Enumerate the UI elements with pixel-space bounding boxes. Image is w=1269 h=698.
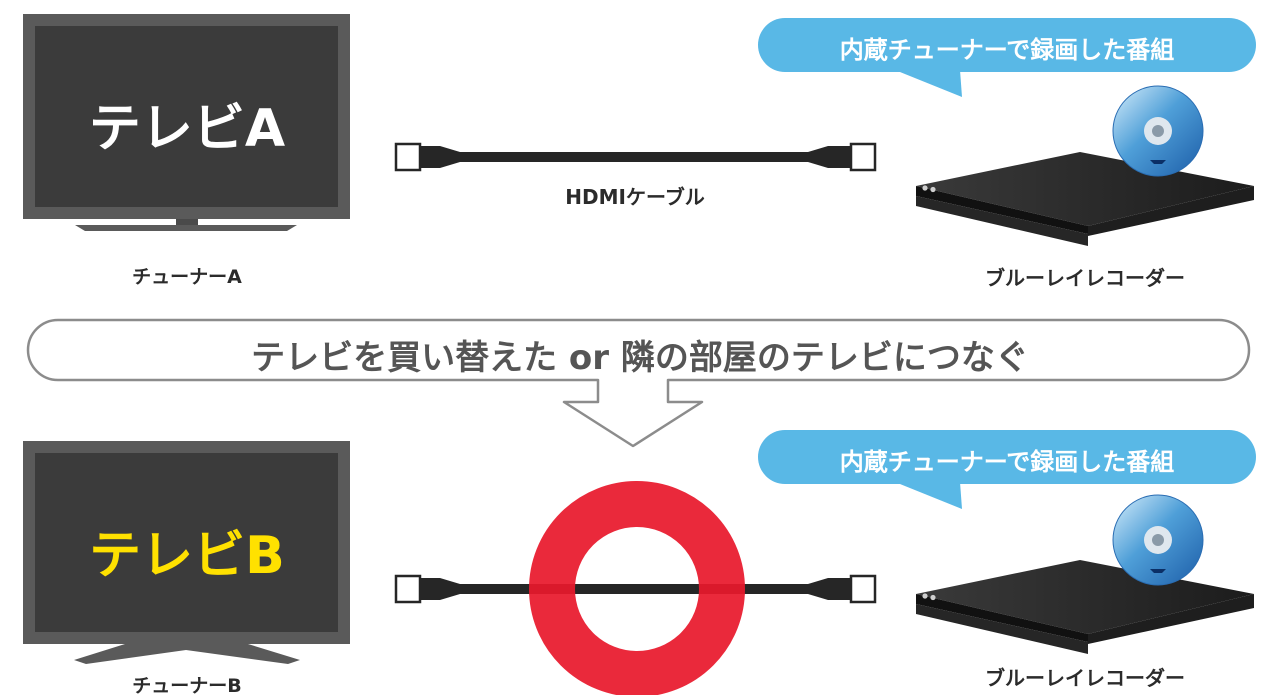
tv-b-screen bbox=[35, 453, 338, 632]
tuner-a-label: チューナーA bbox=[132, 266, 242, 288]
speech-bubble-bottom-text: 内蔵チューナーで録画した番組 bbox=[839, 448, 1175, 476]
bluray-recorder-bottom bbox=[916, 560, 1254, 654]
bluray-recorder-top bbox=[916, 152, 1254, 246]
recorder-bottom-label: ブルーレイレコーダー bbox=[985, 666, 1185, 690]
transition-banner-text: テレビを買い替えた or 隣の部屋のテレビにつなぐ bbox=[251, 338, 1029, 378]
speech-bubble-bottom bbox=[758, 430, 1256, 509]
tuner-b-label: チューナーB bbox=[132, 675, 242, 697]
speech-bubble-top bbox=[758, 18, 1256, 97]
transition-banner bbox=[26, 318, 1251, 448]
recorder-top-label: ブルーレイレコーダー bbox=[985, 266, 1185, 290]
tv-a-screen bbox=[35, 26, 338, 207]
bluray-disc-icon bbox=[1112, 494, 1204, 586]
tv-a-neck bbox=[176, 219, 198, 225]
speech-bubble-top-text: 内蔵チューナーで録画した番組 bbox=[839, 36, 1175, 64]
tv-b-label: テレビB bbox=[89, 526, 285, 586]
hdmi-cable-bottom bbox=[394, 574, 877, 604]
down-arrow-icon bbox=[26, 318, 1251, 448]
tv-a-stand bbox=[75, 225, 297, 231]
tv-b bbox=[23, 441, 350, 664]
hdmi-cable-top bbox=[394, 142, 877, 172]
tv-a-label: テレビA bbox=[88, 99, 286, 159]
hdmi-cable-label: HDMIケーブル bbox=[565, 185, 705, 209]
tv-b-stand bbox=[74, 644, 300, 664]
red-circle-ok-icon bbox=[529, 481, 745, 695]
bluray-disc-icon bbox=[1112, 85, 1204, 177]
tv-a bbox=[23, 14, 350, 231]
